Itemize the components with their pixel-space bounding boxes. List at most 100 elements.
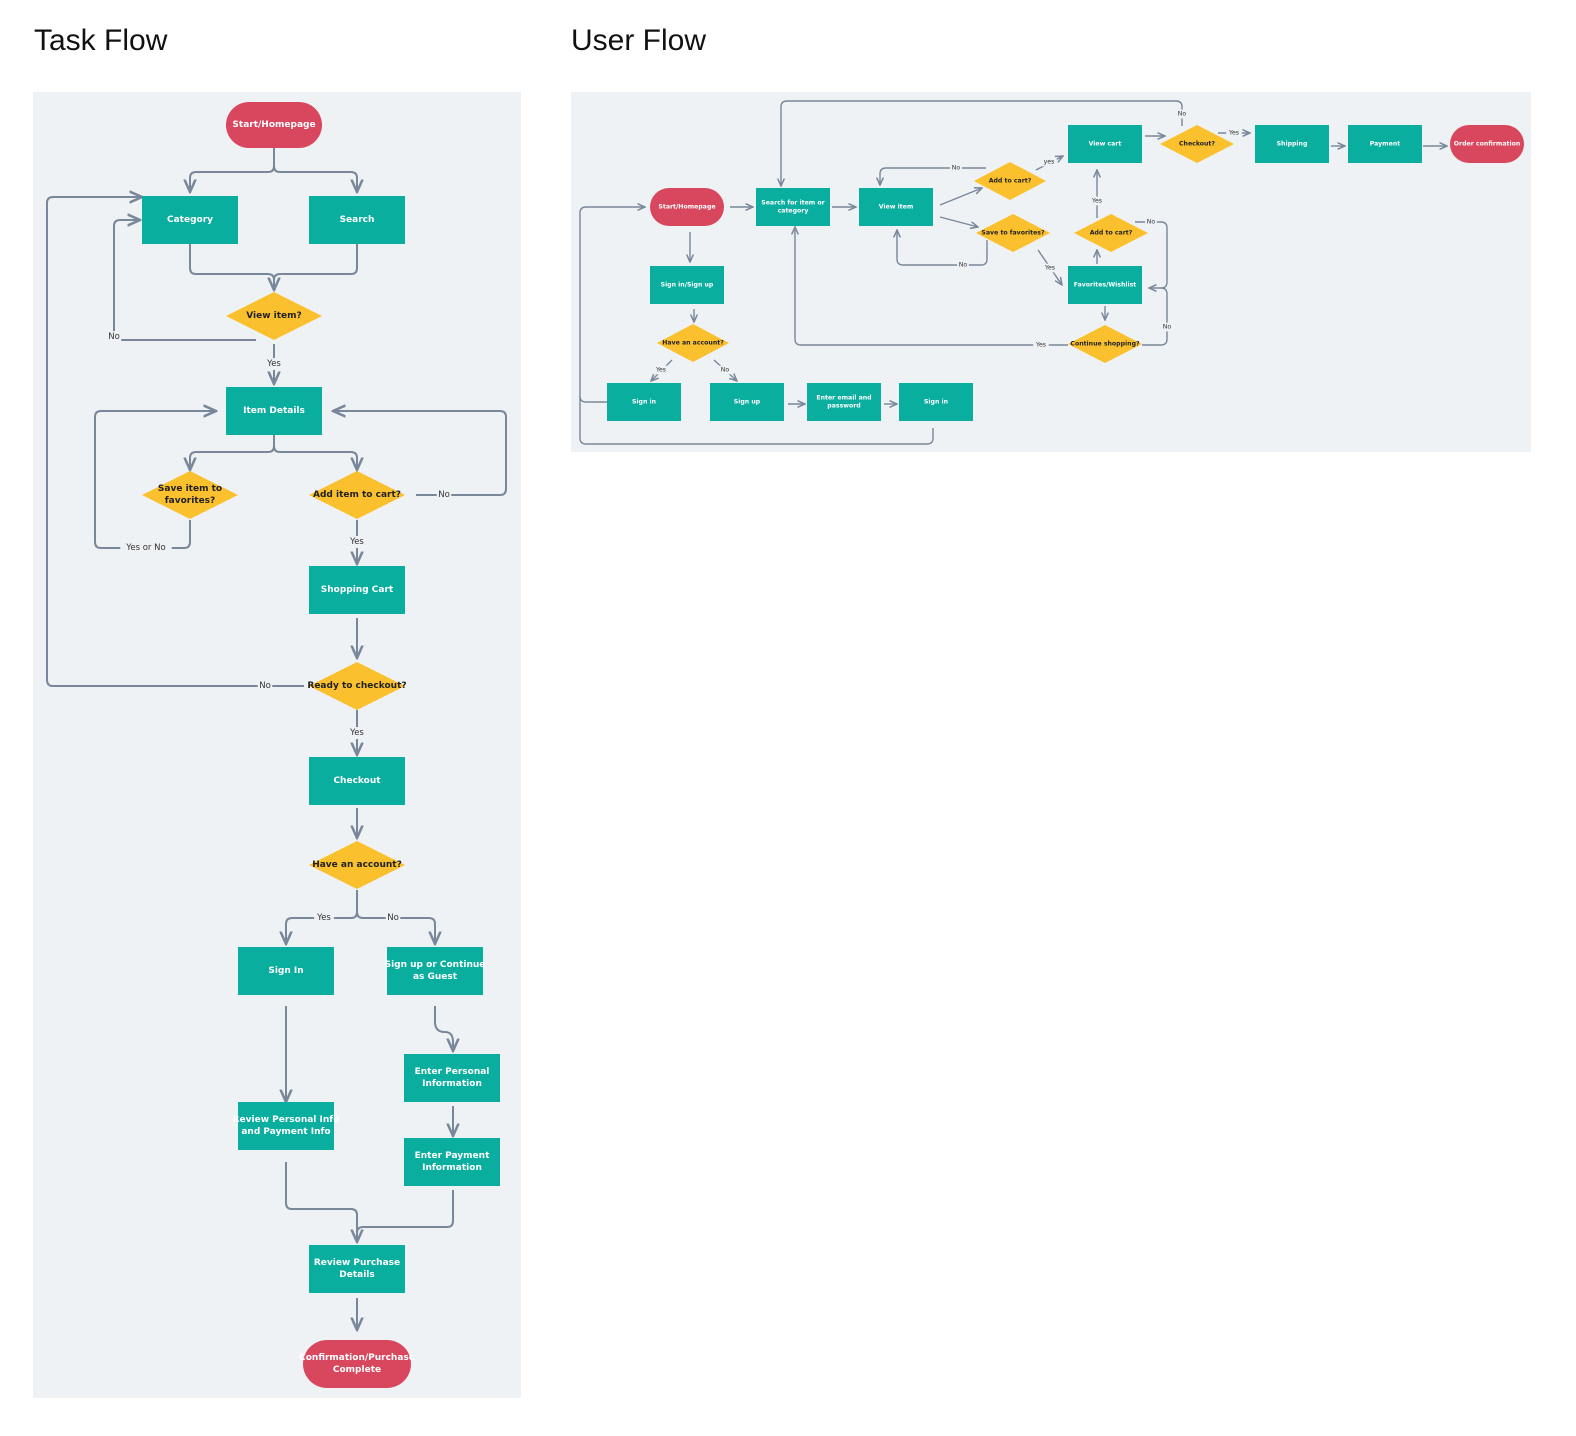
task-node-sign-in-shape xyxy=(238,947,334,995)
user-label-cont-yes: Yes xyxy=(1033,340,1049,350)
task-edge-start-search xyxy=(273,148,357,192)
task-label-checkout-no-bg xyxy=(257,680,273,692)
user-label-cont-no-text: No xyxy=(1163,324,1172,331)
task-label-account-no-text: No xyxy=(387,913,399,923)
task-flow-title: Task Flow xyxy=(34,24,168,57)
task-node-view-item-shape xyxy=(226,292,322,340)
user-node-sign-in2: Sign in xyxy=(899,383,973,421)
user-node-view-item-shape xyxy=(859,188,933,226)
task-label-account-yes: Yes xyxy=(314,912,334,924)
user-edge-cont-yes xyxy=(795,227,1068,346)
task-label-view-yes-text: Yes xyxy=(266,359,281,369)
user-node-view-item: View item xyxy=(859,188,933,226)
task-label-fav-yes-no-text: Yes or No xyxy=(125,543,165,553)
user-node-view-cart: View cart xyxy=(1068,125,1142,163)
task-edge-category-view xyxy=(189,244,275,290)
user-label-fav-yes-text: Yes xyxy=(1044,265,1055,272)
user-edge-signin1-loop xyxy=(579,395,607,403)
task-node-personal-info-label: Information xyxy=(422,1079,482,1089)
task-node-have-account-label: Have an account? xyxy=(312,860,402,870)
task-label-checkout-yes: Yes xyxy=(347,727,367,739)
task-node-signup-guest-label: Sign up or Continue xyxy=(385,960,486,970)
user-edge-fav-no xyxy=(897,230,988,266)
user-node-favorites-shape xyxy=(1068,266,1142,304)
task-node-review-purchase-label: Details xyxy=(339,1270,374,1280)
user-node-search-label: category xyxy=(778,208,809,215)
task-label-cart-yes-bg xyxy=(347,536,367,548)
task-node-view-item: View item? xyxy=(226,292,322,340)
task-node-personal-info-shape xyxy=(404,1054,500,1102)
task-edge-details-save xyxy=(190,435,275,470)
user-node-save-fav-shape xyxy=(976,214,1050,252)
user-label-checkout-yes-text: Yes xyxy=(1228,130,1239,137)
task-node-signup-guest: Sign up or Continue as Guest xyxy=(385,947,486,995)
task-node-shopping-cart-label: Shopping Cart xyxy=(321,585,394,595)
task-edge-guest-personal xyxy=(434,1006,453,1051)
task-label-cart-yes: Yes xyxy=(347,536,367,548)
user-node-view-cart-label: View cart xyxy=(1089,141,1122,148)
task-node-add-cart: Add item to cart? xyxy=(309,471,405,519)
task-node-shopping-cart-shape xyxy=(309,566,405,614)
user-node-add-cart1-shape xyxy=(974,162,1046,200)
user-node-order-conf: Order confirmation xyxy=(1450,125,1524,163)
task-node-save-fav-label: Save item to xyxy=(158,484,222,494)
user-edge-checkout-no xyxy=(781,100,1183,186)
task-node-personal-info-label: Enter Personal xyxy=(415,1067,490,1077)
task-label-view-yes-bg xyxy=(264,358,284,370)
user-label-checkout-yes-bg xyxy=(1226,128,1242,138)
task-node-sign-in: Sign In xyxy=(238,947,334,995)
task-node-save-fav: Save item to favorites? xyxy=(142,471,238,519)
user-node-view-item-label: View item xyxy=(879,204,914,211)
user-label-checkout-no-bg xyxy=(1176,109,1188,119)
task-node-signup-guest-label: as Guest xyxy=(413,972,458,982)
task-label-cart-no: No xyxy=(436,489,452,501)
task-node-add-cart-label: Add item to cart? xyxy=(313,490,401,500)
user-label-acct-yes-bg xyxy=(653,365,669,375)
task-node-checkout: Checkout xyxy=(309,757,405,805)
task-node-category-label: Category xyxy=(167,215,213,225)
user-node-favorites: Favorites/Wishlist xyxy=(1068,266,1142,304)
task-node-review-purchase-shape xyxy=(309,1245,405,1293)
user-label-add2-no-bg xyxy=(1145,217,1157,227)
task-node-have-account-shape xyxy=(309,841,405,889)
user-node-payment-shape xyxy=(1348,125,1422,163)
task-node-search-label: Search xyxy=(340,215,375,225)
task-label-account-yes-bg xyxy=(314,912,334,924)
task-node-checkout-shape xyxy=(309,757,405,805)
user-node-save-fav-label: Save to favorites? xyxy=(981,230,1045,237)
user-node-continue-shape xyxy=(1068,325,1142,363)
user-node-add-cart2-label: Add to cart? xyxy=(1090,230,1133,237)
task-edge-save-back xyxy=(94,411,216,549)
task-node-have-account: Have an account? xyxy=(309,841,405,889)
user-label-add1-yes-bg xyxy=(1041,157,1057,167)
user-node-have-account: Have an account? xyxy=(657,324,729,362)
task-edge-search-view xyxy=(274,244,358,290)
task-node-category-shape xyxy=(142,196,238,244)
task-node-payment-info-label: Enter Payment xyxy=(415,1151,490,1161)
task-label-account-yes-text: Yes xyxy=(316,913,331,923)
task-node-signup-guest-shape xyxy=(387,947,483,995)
task-label-account-no: No xyxy=(385,912,401,924)
task-node-review-info-label: Review Personal Info xyxy=(233,1115,340,1125)
task-node-payment-info-label: Information xyxy=(422,1163,482,1173)
user-node-continue: Continue shopping? xyxy=(1068,325,1142,363)
task-node-confirmation-label: Confirmation/Purchase xyxy=(299,1353,415,1363)
user-node-shipping: Shipping xyxy=(1255,125,1329,163)
task-node-confirmation-shape xyxy=(303,1340,411,1388)
task-node-save-fav-label: favorites? xyxy=(165,496,216,506)
user-node-order-conf-shape xyxy=(1450,125,1524,163)
user-node-order-conf-label: Order confirmation xyxy=(1454,141,1520,148)
task-node-search: Search xyxy=(309,196,405,244)
user-node-payment: Payment xyxy=(1348,125,1422,163)
task-edge-review-purchase xyxy=(285,1162,357,1242)
user-node-signin-signup-label: Sign in/Sign up xyxy=(661,282,714,289)
user-node-continue-label: Continue shopping? xyxy=(1070,341,1140,348)
task-node-search-shape xyxy=(309,196,405,244)
user-node-payment-label: Payment xyxy=(1370,141,1400,148)
task-label-checkout-no-text: No xyxy=(259,681,271,691)
user-node-add-cart2-shape xyxy=(1074,214,1148,252)
